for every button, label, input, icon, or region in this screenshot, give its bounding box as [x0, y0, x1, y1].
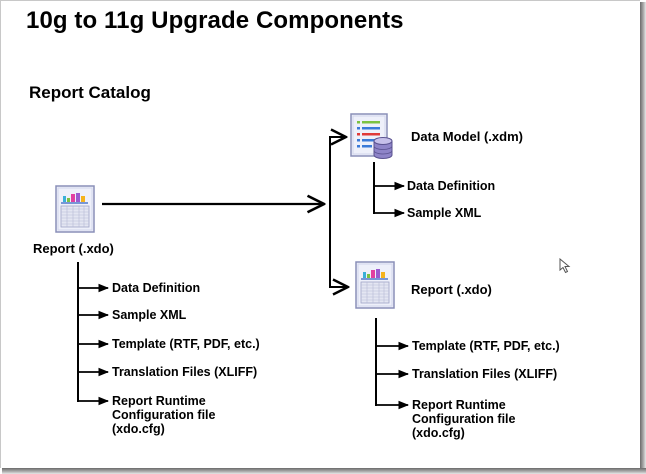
section-title: Report Catalog	[29, 83, 151, 102]
data-model-label: Data Model (.xdm)	[411, 129, 523, 144]
slide-title: 10g to 11g Upgrade Components	[26, 7, 404, 34]
target-component-template: Template (RTF, PDF, etc.)	[412, 339, 560, 353]
data-model-component-sample-xml: Sample XML	[407, 206, 482, 220]
runtime-config-line-1: Report Runtime	[412, 398, 506, 412]
mouse-cursor-icon	[559, 258, 571, 274]
source-report-icon	[55, 185, 95, 233]
runtime-config-line-2: Configuration file	[412, 412, 516, 426]
target-report-icon	[355, 261, 395, 309]
source-component-template: Template (RTF, PDF, etc.)	[112, 337, 260, 351]
target-component-translation-files: Translation Files (XLIFF)	[412, 367, 558, 381]
frame-shadow-bottom	[2, 468, 646, 474]
slide-frame	[0, 0, 640, 468]
source-component-sample-xml: Sample XML	[112, 308, 187, 322]
source-tree-arrows	[77, 283, 110, 406]
runtime-config-line-1: Report Runtime	[112, 394, 206, 408]
runtime-config-line-3: (xdo.cfg)	[412, 426, 465, 440]
target-report-tree-arrows	[375, 341, 410, 410]
frame-shadow-right	[640, 2, 646, 474]
database-icon	[373, 137, 393, 159]
data-model-tree-arrows	[373, 181, 406, 218]
runtime-config-line-3: (xdo.cfg)	[112, 422, 165, 436]
target-report-label: Report (.xdo)	[411, 282, 492, 297]
source-component-runtime-config: Report Runtime Configuration file (xdo.c…	[112, 394, 215, 436]
source-report-label: Report (.xdo)	[33, 241, 114, 256]
data-model-icon	[350, 113, 393, 159]
runtime-config-line-2: Configuration file	[112, 408, 216, 422]
source-component-translation-files: Translation Files (XLIFF)	[112, 365, 258, 379]
data-model-component-data-definition: Data Definition	[407, 179, 496, 193]
source-component-data-definition: Data Definition	[112, 281, 201, 295]
target-component-runtime-config: Report Runtime Configuration file (xdo.c…	[412, 398, 515, 440]
